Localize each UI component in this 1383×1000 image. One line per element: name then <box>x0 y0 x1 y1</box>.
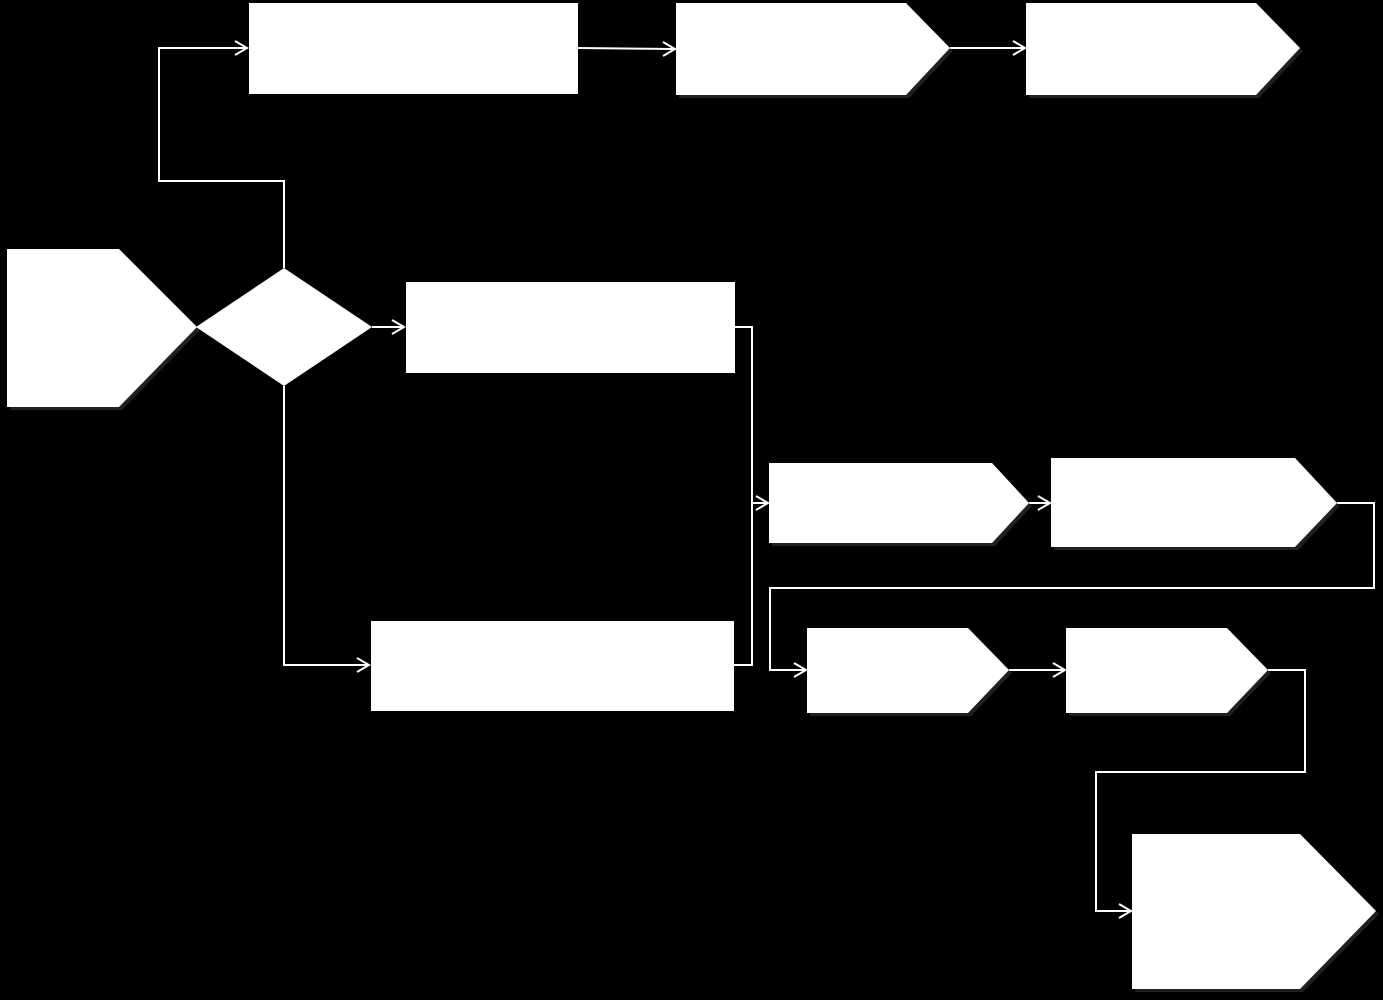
node-start-pentagon <box>7 249 200 410</box>
node-end-pentagon <box>1132 834 1379 992</box>
edge-decision-to-top-rect <box>158 47 285 268</box>
arrowhead-mid-pentagon-1 <box>755 495 770 511</box>
connectors <box>158 40 1375 919</box>
edge-decision-to-bottom-rect <box>283 386 369 666</box>
edge-middle-rect-to-mid-pentagon-1 <box>734 326 753 666</box>
arrowhead-top-rect <box>234 40 249 56</box>
nodes <box>7 3 1379 992</box>
node-decision-diamond <box>196 268 372 386</box>
arrowhead-bottom-rect <box>356 657 371 673</box>
arrowhead-mid-pentagon-2 <box>1037 495 1052 511</box>
node-mid-pentagon-1 <box>769 463 1032 546</box>
arrowhead-low-pentagon-1 <box>793 662 808 678</box>
arrowhead-top-pentagon-2 <box>1012 40 1027 56</box>
node-low-pentagon-1 <box>807 628 1012 716</box>
node-top-rect <box>249 3 578 94</box>
arrowhead-end-pentagon <box>1118 903 1133 919</box>
node-top-pentagon-1 <box>676 3 953 98</box>
arrowhead-top-pentagon-1 <box>662 41 677 57</box>
edge-top-rect-to-top-pentagon-1 <box>577 47 676 50</box>
arrowhead-low-pentagon-2 <box>1052 662 1067 678</box>
node-mid-pentagon-2 <box>1051 458 1340 550</box>
node-top-pentagon-2 <box>1026 3 1303 98</box>
arrowhead-middle-rect <box>391 319 406 335</box>
node-middle-rect <box>406 282 735 373</box>
node-low-pentagon-2 <box>1066 628 1271 716</box>
node-bottom-rect <box>371 621 734 711</box>
edge-mid-pentagon-2-to-low-pentagon-1 <box>769 502 1375 671</box>
edge-low-pentagon-2-to-end-pentagon <box>1095 669 1306 912</box>
